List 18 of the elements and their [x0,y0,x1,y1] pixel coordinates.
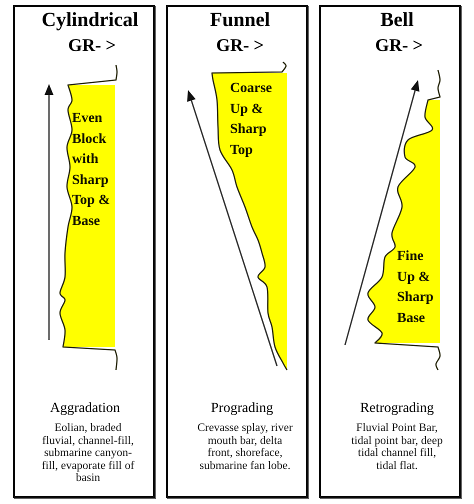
panel-title: Funnel [210,9,270,32]
shape-label: Coarse Up & Sharp Top [230,80,273,160]
shape-label: Even Block with Sharp Top & Base [72,110,112,230]
panel-title: Cylindrical [42,9,138,32]
description-text: Eolian, braded fluvial, channel-fill, submarine canyon-fill, evaporate fill of basin [40,422,136,485]
description-text: Crevasse splay, river mouth bar, delta front, shoreface, submarine fan lobe. [196,422,294,472]
trend-label: Retrograding [360,400,434,417]
panel [166,5,308,498]
shape-label: Fine Up & Sharp Base [397,248,435,328]
axis-label: GR- > [375,35,423,56]
panel [319,5,461,498]
axis-label: GR- > [216,35,264,56]
trend-label: Prograding [210,400,274,417]
panel-title: Bell [380,9,414,32]
description-text: Fluvial Point Bar, tidal point bar, deep tidal channel fill, tidal flat. [350,422,444,472]
axis-label: GR- > [68,35,116,56]
trend-label: Aggradation [50,400,120,417]
panel [13,5,155,498]
